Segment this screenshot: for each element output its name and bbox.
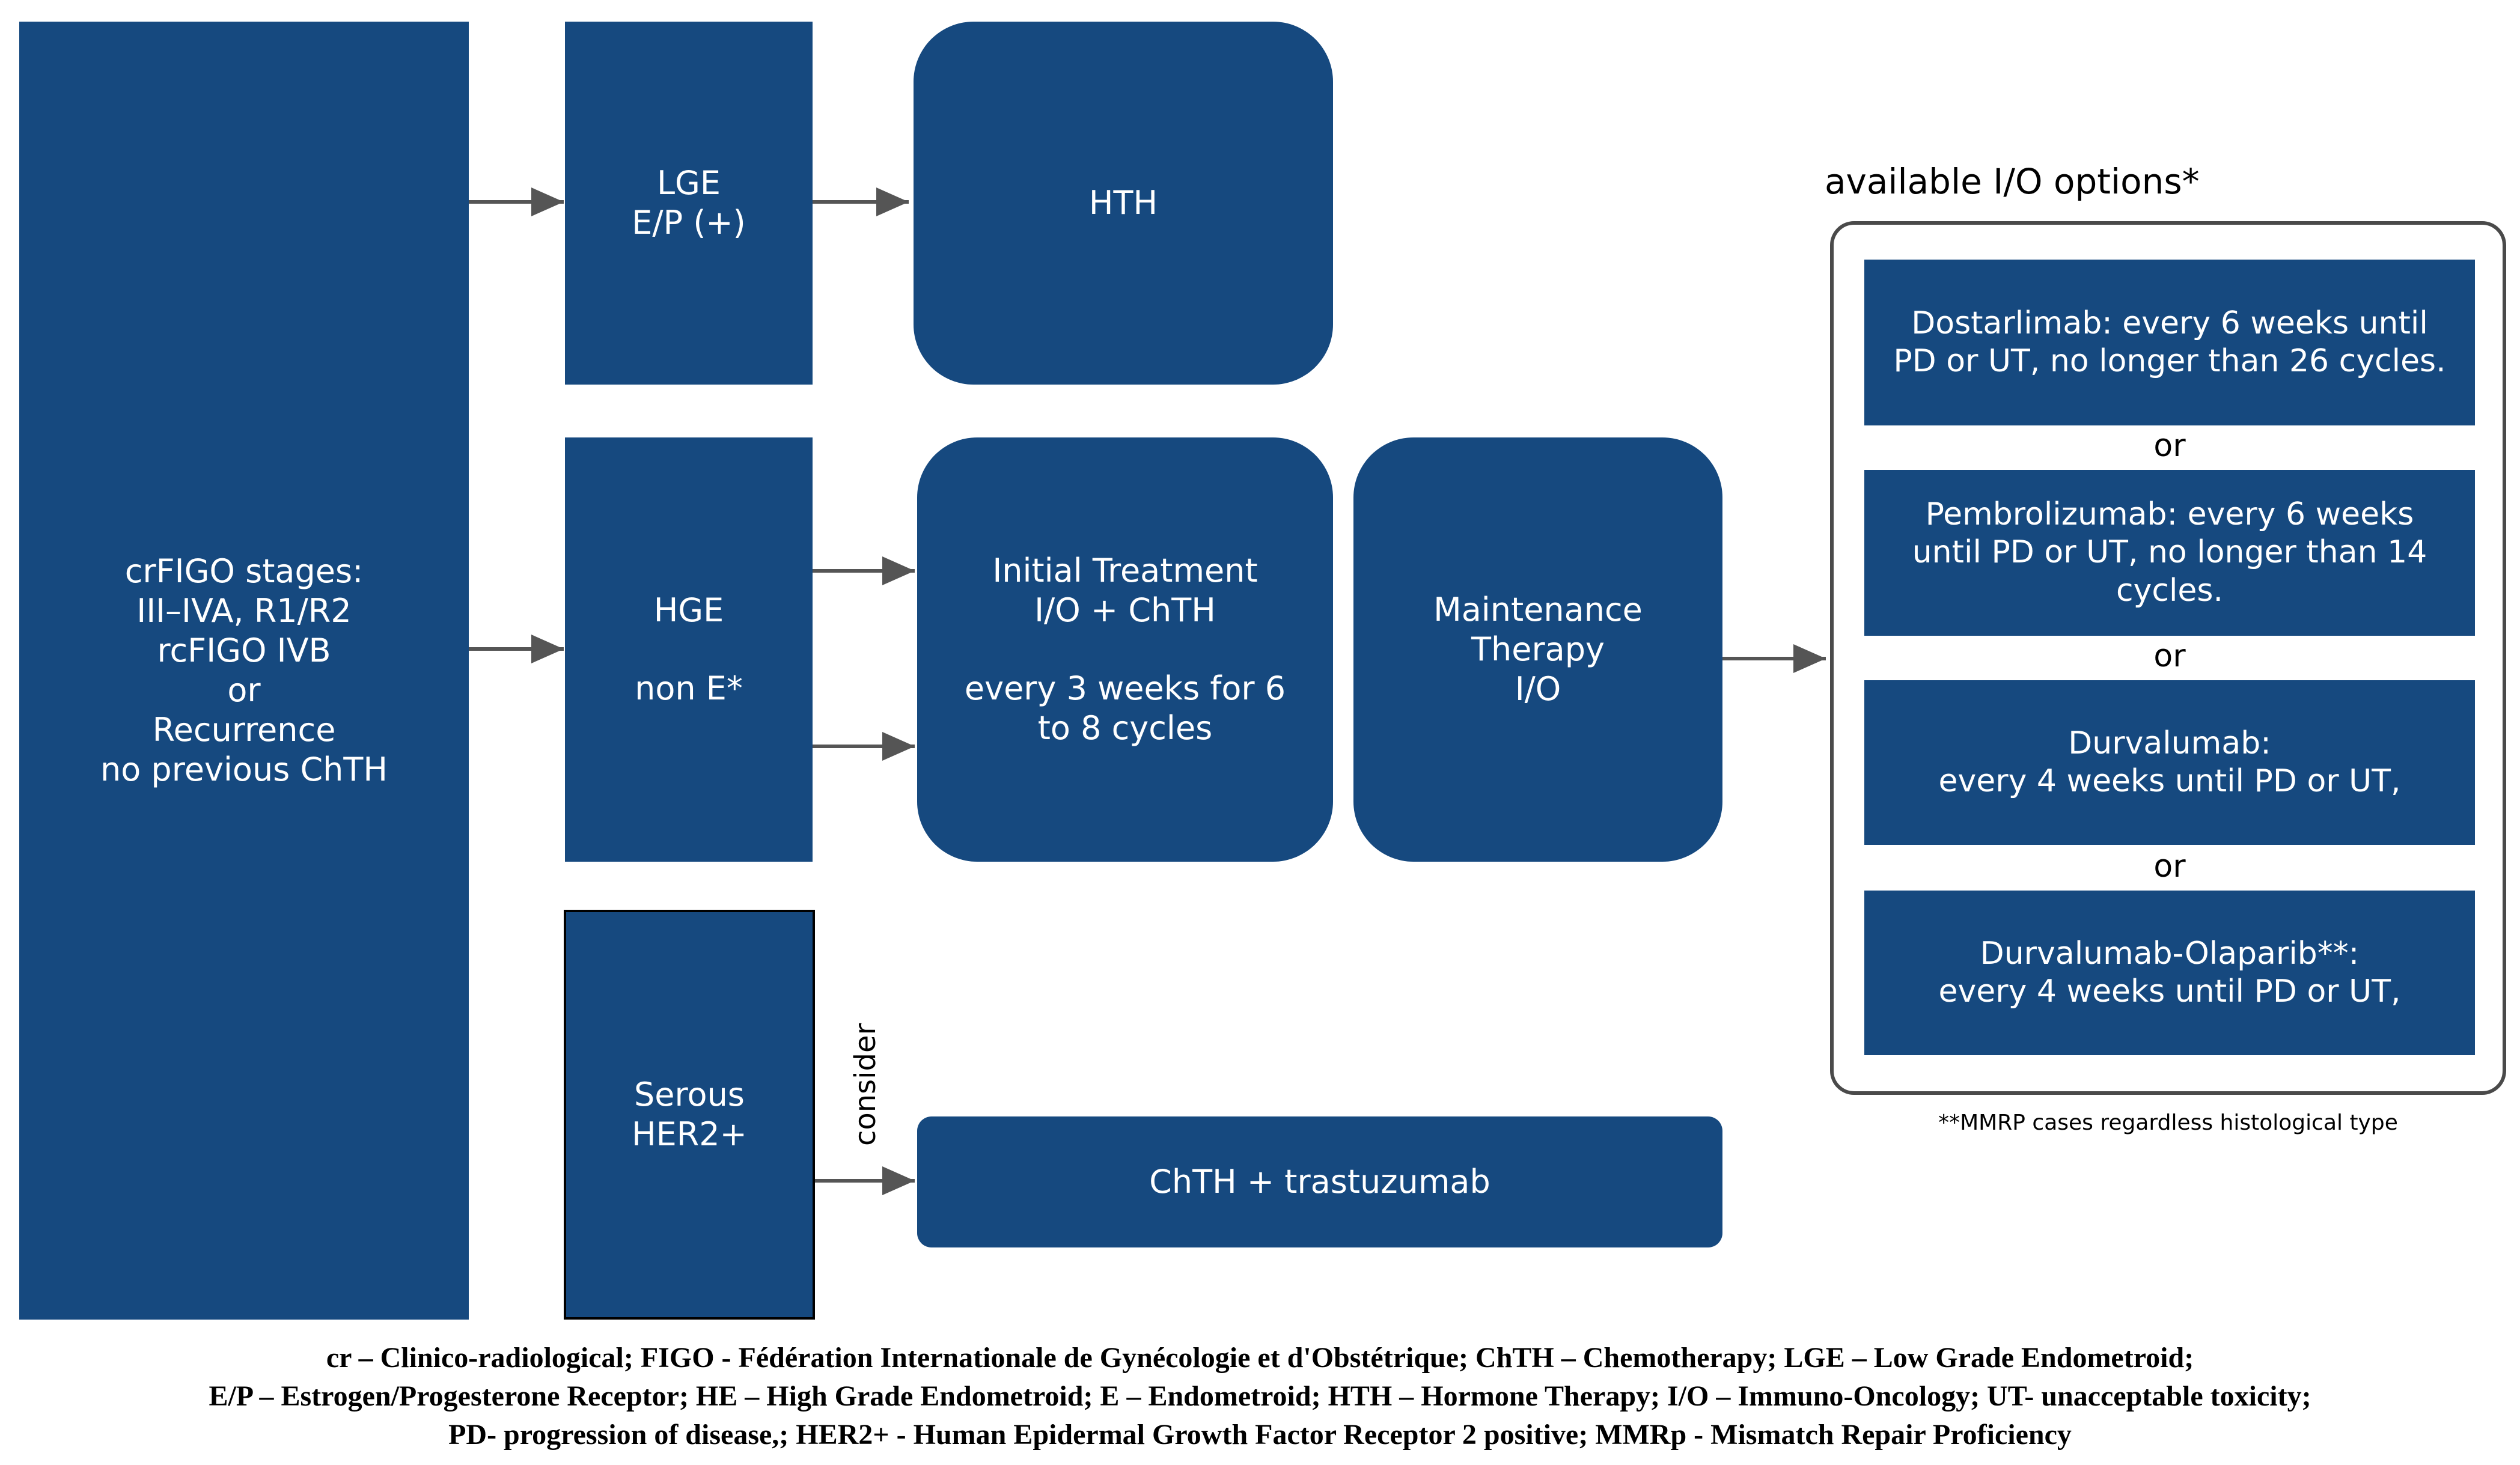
- stages-line-4: or: [227, 671, 261, 709]
- io-options-title: available I/O options*: [1825, 161, 2200, 202]
- io-option-pembrolizumab: Pembrolizumab: every 6 weeks until PD or…: [1864, 470, 2475, 636]
- serous-line-2: HER2+: [632, 1115, 747, 1153]
- durvalumab-line-1: Durvalumab:: [2068, 725, 2271, 761]
- stages-line-5: Recurrence: [152, 710, 336, 749]
- serous-line-1: Serous: [634, 1076, 745, 1114]
- maintenance-line-1: Maintenance: [1433, 591, 1643, 629]
- or-separator-3: or: [2153, 848, 2186, 885]
- or-separator-1: or: [2153, 428, 2186, 464]
- dostarlimab-line-1: Dostarlimab: every 6 weeks until: [1911, 305, 2428, 341]
- stages-line-6: no previous ChTH: [100, 750, 388, 788]
- pembrolizumab-line-3: cycles.: [2116, 572, 2223, 609]
- durvalumab-olaparib-line-2: every 4 weeks until PD or UT,: [1938, 973, 2401, 1010]
- durvalumab-line-2: every 4 weeks until PD or UT,: [1938, 763, 2401, 799]
- stages-line-2: III–IVA, R1/R2: [136, 592, 352, 630]
- consider-label: consider: [849, 1023, 882, 1146]
- initial-line-2: I/O + ChTH: [1034, 591, 1216, 630]
- lge-box: LGE E/P (+): [565, 22, 813, 385]
- pembrolizumab-line-1: Pembrolizumab: every 6 weeks: [1925, 496, 2414, 532]
- lge-line-1: LGE: [656, 164, 721, 203]
- initial-line-5: to 8 cycles: [1037, 708, 1213, 747]
- legend-line-1: cr – Clinico-radiological; FIGO - Fédéra…: [326, 1342, 2194, 1374]
- trastuzumab-label: ChTH + trastuzumab: [1149, 1163, 1490, 1201]
- trastuzumab-box: ChTH + trastuzumab: [917, 1116, 1722, 1247]
- serous-her2-box: Serous HER2+: [564, 910, 815, 1320]
- durvalumab-olaparib-line-1: Durvalumab-Olaparib**:: [1980, 935, 2360, 972]
- lge-line-2: E/P (+): [632, 204, 746, 242]
- hge-line-1: HGE: [653, 591, 724, 630]
- initial-line-4: every 3 weeks for 6: [964, 669, 1286, 707]
- io-option-durvalumab-olaparib: Durvalumab-Olaparib**: every 4 weeks unt…: [1864, 891, 2475, 1055]
- io-options-footnote: **MMRP cases regardless histological typ…: [1938, 1110, 2398, 1135]
- legend-line-3: PD- progression of disease,; HER2+ - Hum…: [448, 1419, 2072, 1451]
- io-option-dostarlimab: Dostarlimab: every 6 weeks until PD or U…: [1864, 260, 2475, 425]
- stages-line-1: crFIGO stages:: [124, 552, 364, 591]
- stages-box: crFIGO stages: III–IVA, R1/R2 rcFIGO IVB…: [19, 22, 469, 1320]
- io-options-panel: [1830, 221, 2506, 1095]
- hth-label: HTH: [1088, 184, 1158, 222]
- hth-box: HTH: [914, 22, 1333, 385]
- pembrolizumab-line-2: until PD or UT, no longer than 14: [1912, 534, 2427, 571]
- or-separator-2: or: [2153, 638, 2186, 674]
- maintenance-line-2: Therapy: [1471, 630, 1605, 669]
- stages-line-3: rcFIGO IVB: [157, 632, 331, 670]
- initial-line-1: Initial Treatment: [992, 552, 1258, 590]
- initial-treatment-box: Initial Treatment I/O + ChTH every 3 wee…: [917, 437, 1333, 862]
- hge-box: HGE non E*: [565, 437, 813, 862]
- dostarlimab-line-2: PD or UT, no longer than 26 cycles.: [1893, 343, 2446, 379]
- io-option-durvalumab: Durvalumab: every 4 weeks until PD or UT…: [1864, 680, 2475, 845]
- legend-line-2: E/P – Estrogen/Progesterone Receptor; HE…: [209, 1380, 2311, 1412]
- maintenance-line-3: I/O: [1515, 669, 1561, 708]
- hge-line-3: non E*: [635, 669, 743, 707]
- maintenance-therapy-box: Maintenance Therapy I/O: [1353, 437, 1722, 862]
